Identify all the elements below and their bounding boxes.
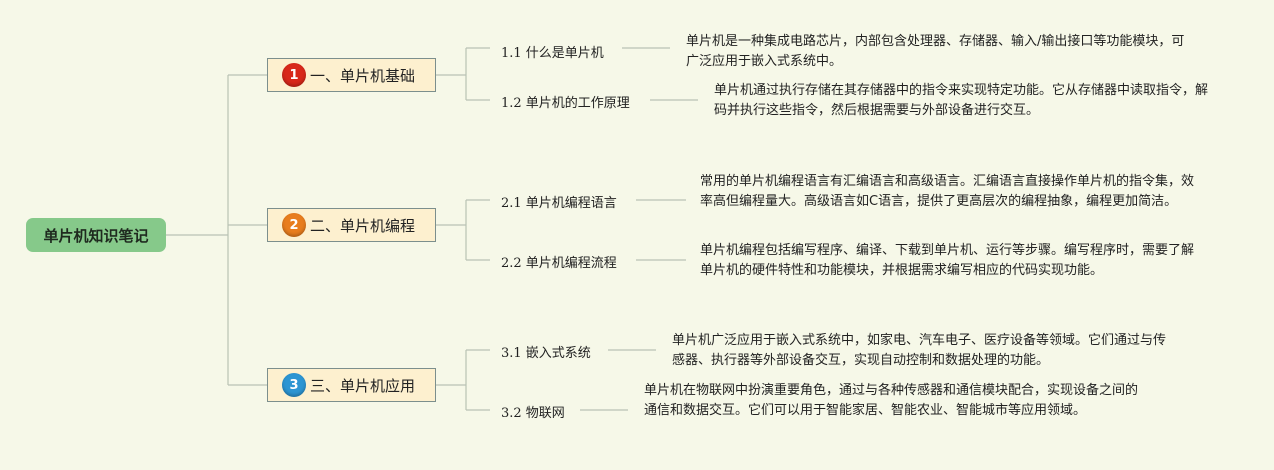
number-badge-icon: 1 — [282, 63, 306, 87]
topic-node[interactable]: 2.1 单片机编程语言 — [501, 196, 617, 211]
topic-node[interactable]: 1.1 什么是单片机 — [501, 46, 604, 61]
topic-note: 单片机编程包括编写程序、编译、下载到单片机、运行等步骤。编写程序时，需要了解单片… — [700, 243, 1195, 278]
branch-label: 一、单片机基础 — [310, 66, 416, 85]
topic-node[interactable]: 2.2 单片机编程流程 — [501, 256, 617, 271]
topic-note: 常用的单片机编程语言有汇编语言和高级语言。汇编语言直接操作单片机的指令集，效率高… — [700, 174, 1195, 209]
root-label: 单片机知识笔记 — [43, 226, 149, 245]
root-node[interactable]: 单片机知识笔记 — [26, 218, 166, 252]
topic-note: 单片机通过执行存储在其存储器中的指令来实现特定功能。它从存储器中读取指令，解码并… — [714, 83, 1209, 118]
branch-label: 二、单片机编程 — [310, 216, 416, 235]
topic-node[interactable]: 3.1 嵌入式系统 — [501, 346, 591, 361]
number-badge-icon: 2 — [282, 213, 306, 237]
topic-note: 单片机是一种集成电路芯片，内部包含处理器、存储器、输入/输出接口等功能模块，可广… — [686, 34, 1185, 69]
topic-node[interactable]: 1.2 单片机的工作原理 — [501, 96, 630, 111]
branch-node-basics[interactable]: 1 一、单片机基础 — [267, 58, 436, 92]
topic-node[interactable]: 3.2 物联网 — [501, 406, 565, 421]
branch-node-applications[interactable]: 3 三、单片机应用 — [267, 368, 436, 402]
topic-note: 单片机在物联网中扮演重要角色，通过与各种传感器和通信模块配合，实现设备之间的通信… — [644, 383, 1139, 418]
branch-label: 三、单片机应用 — [310, 376, 416, 395]
number-badge-icon: 3 — [282, 373, 306, 397]
topic-note: 单片机广泛应用于嵌入式系统中，如家电、汽车电子、医疗设备等领域。它们通过与传感器… — [672, 333, 1167, 368]
branch-node-programming[interactable]: 2 二、单片机编程 — [267, 208, 436, 242]
